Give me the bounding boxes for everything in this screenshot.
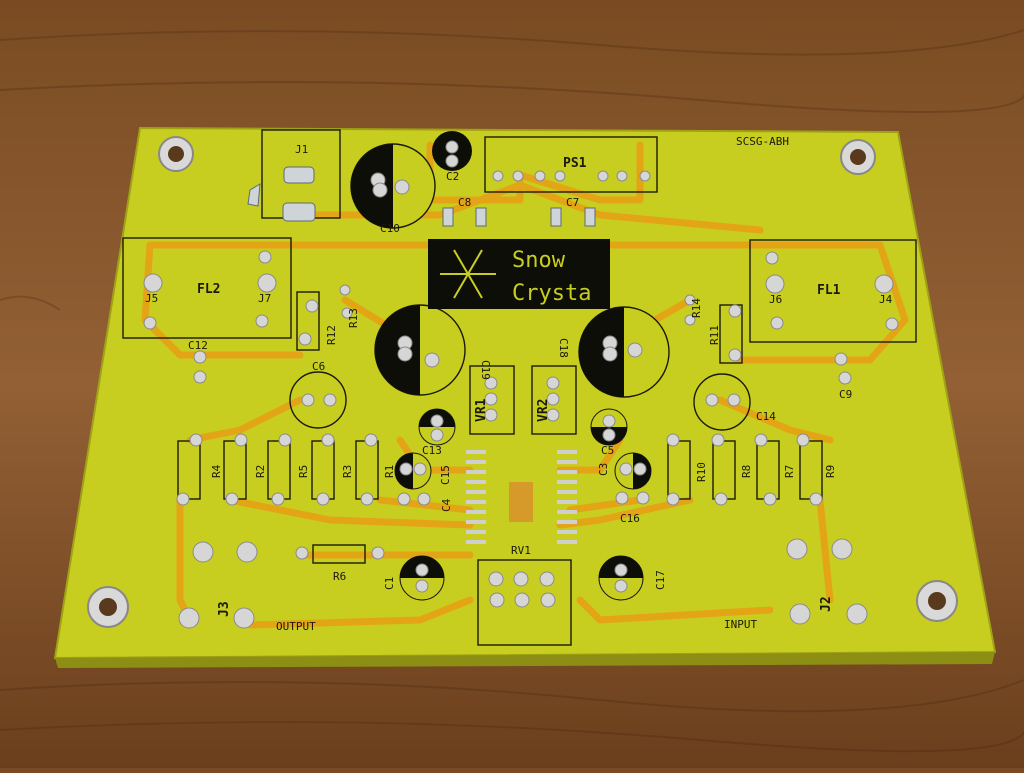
ic-right-pads: [557, 450, 577, 544]
silkscreen-labels: SCSG-ABH J1 PS1 C2 C10 C8 C7 FL2 FL1 J5 …: [145, 135, 893, 633]
label-r7: R7: [783, 465, 796, 478]
label-c3: C3: [597, 463, 610, 476]
label-c13: C13: [422, 444, 442, 457]
label-c1: C1: [383, 577, 396, 590]
label-r11: R11: [708, 325, 721, 345]
through-hole-pads: [143, 140, 899, 629]
label-r13: R13: [347, 308, 360, 328]
label-r10: R10: [695, 462, 708, 482]
wood-grain: [0, 29, 1024, 753]
label-j4: J4: [879, 293, 893, 306]
label-r12: R12: [325, 325, 338, 345]
label-r1: R1: [383, 465, 396, 478]
label-fl2: FL2: [197, 282, 220, 297]
smd-pads: [247, 166, 596, 227]
label-c19: C19: [479, 360, 492, 380]
label-c17: C17: [654, 570, 667, 590]
label-r2: R2: [254, 465, 267, 478]
label-c18: C18: [557, 338, 570, 358]
label-c5: C5: [601, 444, 614, 457]
label-j7: J7: [258, 292, 271, 305]
label-vr2: VR2: [536, 399, 551, 422]
label-r14: R14: [690, 298, 703, 318]
label-fl1: FL1: [817, 283, 841, 298]
label-input: INPUT: [724, 618, 757, 631]
label-r5: R5: [297, 465, 310, 478]
label-c6: C6: [312, 360, 325, 373]
ic-left-pads: [466, 450, 486, 544]
label-c16: C16: [620, 512, 640, 525]
label-c8: C8: [458, 196, 471, 209]
pcb-edge: [55, 652, 995, 668]
label-c12: C12: [188, 339, 208, 352]
snow-crystal-logo: Snow Crysta: [428, 239, 610, 309]
label-c15: C15: [439, 465, 452, 485]
label-c4: C4: [440, 498, 453, 512]
label-j1: J1: [295, 143, 308, 156]
label-r8: R8: [740, 465, 753, 478]
label-j2: J2: [819, 596, 834, 612]
label-c14: C14: [756, 410, 776, 423]
board-id: SCSG-ABH: [736, 135, 789, 148]
label-c2: C2: [446, 170, 459, 183]
label-vr1: VR1: [474, 398, 489, 422]
label-r4: R4: [210, 464, 223, 478]
logo-line1: Snow: [512, 248, 566, 273]
label-j5: J5: [145, 292, 158, 305]
label-output: OUTPUT: [276, 620, 316, 633]
label-j6: J6: [769, 293, 782, 306]
snowflake-icon: [440, 249, 496, 299]
ic-pads: [466, 450, 577, 544]
label-r9: R9: [824, 465, 837, 478]
logo-line2: Crysta: [512, 281, 591, 306]
label-r6: R6: [333, 570, 346, 583]
label-r3: R3: [341, 465, 354, 478]
label-j3: J3: [217, 601, 232, 617]
label-ps1: PS1: [563, 156, 587, 171]
label-rv1: RV1: [511, 544, 531, 557]
mounting-holes: [87, 136, 958, 628]
label-c7: C7: [566, 196, 579, 209]
label-c10: C10: [380, 222, 400, 235]
label-c9: C9: [839, 388, 852, 401]
